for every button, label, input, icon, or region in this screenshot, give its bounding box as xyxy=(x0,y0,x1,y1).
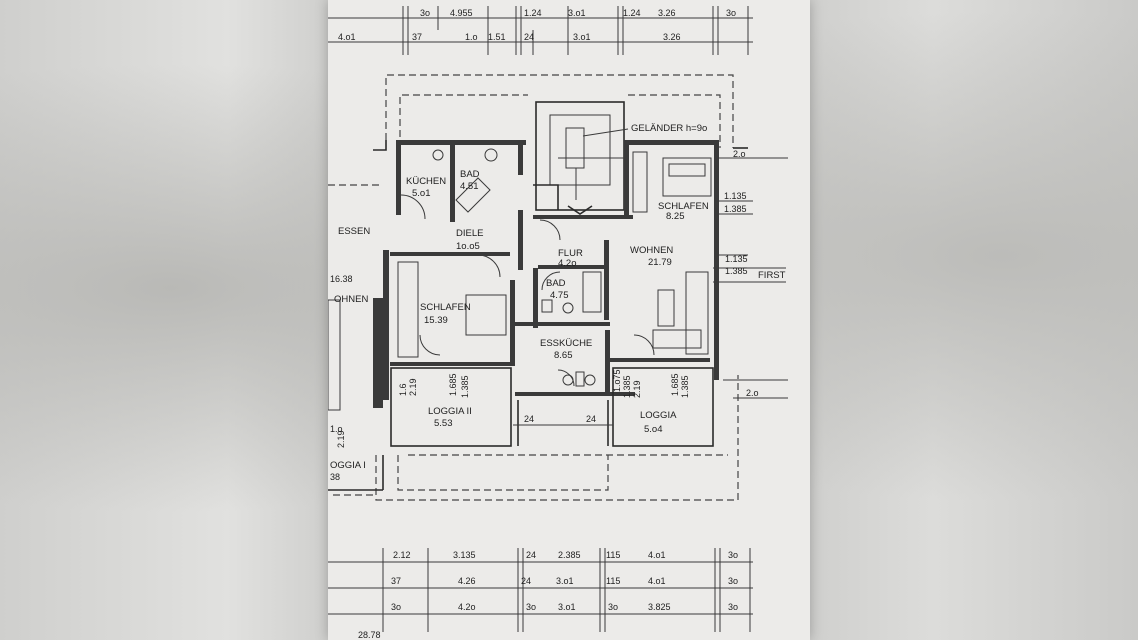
walls xyxy=(328,101,719,491)
loggia-dim-9: 1.385 xyxy=(680,375,690,398)
note-gelaender: GELÄNDER h=9o xyxy=(631,123,707,134)
side-dim-4: 1.135 xyxy=(725,254,748,264)
bottom-dim2-1: 37 xyxy=(391,576,401,586)
note-first: FIRST xyxy=(758,270,786,281)
top-dim2-6: 3.o1 xyxy=(573,32,591,42)
top-dim2-3: 1.o xyxy=(465,32,478,42)
room-area-loggia: 5.o4 xyxy=(644,424,663,435)
bottom-dim1-7: 3o xyxy=(728,550,738,560)
side-dim-6: 2.o xyxy=(746,388,759,398)
top-dim2-4: 1.51 xyxy=(488,32,506,42)
floor-plan-sheet: 3o 4.955 1.24 3.o1 1.24 3.26 3o 4.o1 37 … xyxy=(328,0,810,640)
room-area-bad-2: 4.75 xyxy=(550,290,569,301)
top-dim-6: 3.26 xyxy=(658,8,676,18)
room-name-essen-left: ESSEN xyxy=(338,226,370,237)
floor-plan-drawing: 3o 4.955 1.24 3.o1 1.24 3.26 3o 4.o1 37 … xyxy=(328,6,788,640)
left-edge-dim-2: 1.o xyxy=(330,424,343,434)
stair-arrow-icon xyxy=(567,205,593,215)
room-name-diele: DIELE xyxy=(456,228,483,239)
loggia-dim-2: 2.19 xyxy=(408,378,418,396)
bottom-dim2-5: 115 xyxy=(606,576,620,586)
bottom-dim2-7: 3o xyxy=(728,576,738,586)
top-dim-7: 3o xyxy=(726,8,736,18)
top-dim-5: 1.24 xyxy=(623,8,641,18)
bottom-dim2-2: 4.26 xyxy=(458,576,476,586)
bottom-dim3-7: 3o xyxy=(728,602,738,612)
side-dim-3: 1.385 xyxy=(724,204,747,214)
loggia-dim-10: 24 xyxy=(524,414,534,424)
loggia-dim-11: 24 xyxy=(586,414,596,424)
room-area-loggia-2: 5.53 xyxy=(434,418,453,429)
room-area-esskueche: 8.65 xyxy=(554,350,573,361)
room-name-loggia-2: LOGGIA II xyxy=(428,406,472,417)
room-name-loggia-1-left: OGGIA I xyxy=(330,460,366,471)
bottom-dim3-4: 3.o1 xyxy=(558,602,576,612)
roof-outline xyxy=(328,74,748,501)
room-area-bad-1: 4.51 xyxy=(460,181,479,192)
top-dim-1: 3o xyxy=(420,8,430,18)
bottom-dim2-4: 3.o1 xyxy=(556,576,574,586)
bottom-dim1-3: 24 xyxy=(526,550,536,560)
bottom-dim1-2: 3.135 xyxy=(453,550,476,560)
room-name-wohnen: WOHNEN xyxy=(630,245,673,256)
top-dim2-1: 4.o1 xyxy=(338,32,356,42)
left-edge-dim-4: 38 xyxy=(330,472,340,482)
room-area-schlafen-2: 8.25 xyxy=(666,211,685,222)
top-dim-2: 4.955 xyxy=(450,8,473,18)
loggia-dim-3: 1.685 xyxy=(448,373,458,396)
bottom-dim2-6: 4.o1 xyxy=(648,576,666,586)
bottom-dim4-total: 28.78 xyxy=(358,630,381,640)
bottom-dim1-4: 2.385 xyxy=(558,550,581,560)
loggia-dim-6: 1.385 xyxy=(622,375,632,398)
bottom-dim3-3: 3o xyxy=(526,602,536,612)
bottom-dim3-5: 3o xyxy=(608,602,618,612)
room-name-bad-1: BAD xyxy=(460,169,480,180)
bottom-dim1-5: 115 xyxy=(606,550,620,560)
loggia-dim-5: 1.o75 xyxy=(612,369,622,392)
room-name-flur: FLUR xyxy=(558,248,583,259)
left-edge-dim-1: 16.38 xyxy=(330,274,353,284)
room-name-schlafen-2: SCHLAFEN xyxy=(658,201,709,212)
bottom-dim3-2: 4.2o xyxy=(458,602,476,612)
top-dim2-5: 24 xyxy=(524,32,534,42)
room-area-diele: 1o.o5 xyxy=(456,241,480,252)
loggia-dim-1: 1.6 xyxy=(398,383,408,396)
bottom-dim1-1: 2.12 xyxy=(393,550,411,560)
top-dim-3: 1.24 xyxy=(524,8,542,18)
top-dimension-lines xyxy=(328,6,753,55)
top-dim-4: 3.o1 xyxy=(568,8,586,18)
room-area-kuechen: 5.o1 xyxy=(412,188,431,199)
bottom-dim2-3: 24 xyxy=(521,576,531,586)
side-dim-5: 1.385 xyxy=(725,266,748,276)
room-area-schlafen-1: 15.39 xyxy=(424,315,448,326)
side-dim-1: 2.o xyxy=(733,149,746,159)
room-name-bad-2: BAD xyxy=(546,278,566,289)
bottom-dimension-lines xyxy=(328,548,753,632)
room-name-loggia: LOGGIA xyxy=(640,410,677,421)
room-name-wohnen-left: OHNEN xyxy=(334,294,368,305)
left-edge-dim-3: 2.19 xyxy=(336,430,346,448)
bottom-dim3-6: 3.825 xyxy=(648,602,671,612)
room-area-flur: 4.2o xyxy=(558,258,577,269)
room-area-wohnen: 21.79 xyxy=(648,257,672,268)
bottom-dim1-6: 4.o1 xyxy=(648,550,666,560)
loggia-dim-8: 1.685 xyxy=(670,373,680,396)
loggia-dim-7: 2.19 xyxy=(632,380,642,398)
door-swings xyxy=(400,148,655,387)
side-dim-2: 1.135 xyxy=(724,191,747,201)
right-dimension-lines xyxy=(714,157,788,399)
room-name-esskueche: ESSKÜCHE xyxy=(540,338,592,349)
room-name-schlafen-1: SCHLAFEN xyxy=(420,302,471,313)
top-dim2-7: 3.26 xyxy=(663,32,681,42)
loggia-dim-4: 1.385 xyxy=(460,375,470,398)
top-dim2-2: 37 xyxy=(412,32,422,42)
bottom-dim3-1: 3o xyxy=(391,602,401,612)
room-name-kuechen: KÜCHEN xyxy=(406,176,446,187)
